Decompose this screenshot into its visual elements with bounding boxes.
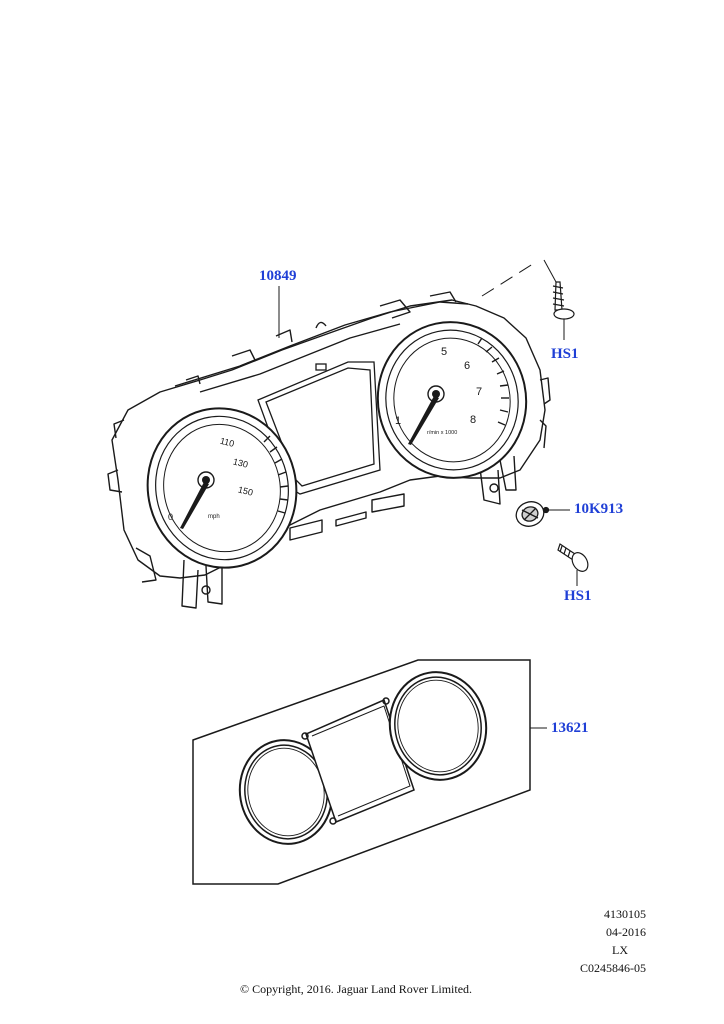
screw-bottom[interactable] bbox=[557, 543, 591, 586]
callout-10k913[interactable]: 10K913 bbox=[574, 501, 624, 517]
speedometer-unit: mph bbox=[208, 514, 220, 520]
meta-code: C0245846-05 bbox=[580, 961, 646, 975]
tachometer-tick-7: 7 bbox=[476, 386, 482, 398]
callout-13621[interactable]: 13621 bbox=[551, 720, 589, 736]
meta-date: 04-2016 bbox=[606, 925, 646, 939]
bezel-panel[interactable] bbox=[192, 659, 531, 885]
callout-hs1-top[interactable]: HS1 bbox=[551, 346, 579, 362]
tachometer-tick-8: 8 bbox=[470, 414, 476, 426]
clip-10k913[interactable] bbox=[513, 498, 570, 530]
speedometer-tick-130: 130 bbox=[232, 456, 249, 469]
callout-10849[interactable]: 10849 bbox=[259, 268, 297, 284]
speedometer-tick-0: 0 bbox=[168, 512, 173, 522]
tachometer-tick-5: 5 bbox=[441, 346, 447, 358]
speedometer-tick-150: 150 bbox=[237, 484, 254, 497]
tachometer-unit: r/min x 1000 bbox=[427, 430, 457, 436]
copyright-notice: © Copyright, 2016. Jaguar Land Rover Lim… bbox=[239, 982, 473, 996]
tachometer-tick-6: 6 bbox=[464, 360, 470, 372]
speedometer-tick-110: 110 bbox=[219, 436, 235, 449]
tachometer-gauge: 5 6 7 8 1 r/min x 1000 bbox=[376, 321, 528, 479]
meta-ref: 4130105 bbox=[604, 907, 646, 921]
callout-hs1-bottom[interactable]: HS1 bbox=[564, 588, 592, 604]
assembly-line bbox=[481, 259, 557, 297]
screw-top[interactable] bbox=[552, 281, 575, 340]
speedometer-gauge: 0 110 130 150 mph bbox=[146, 407, 298, 569]
meta-market: LX bbox=[612, 943, 628, 957]
tachometer-tick-1: 1 bbox=[395, 415, 401, 427]
